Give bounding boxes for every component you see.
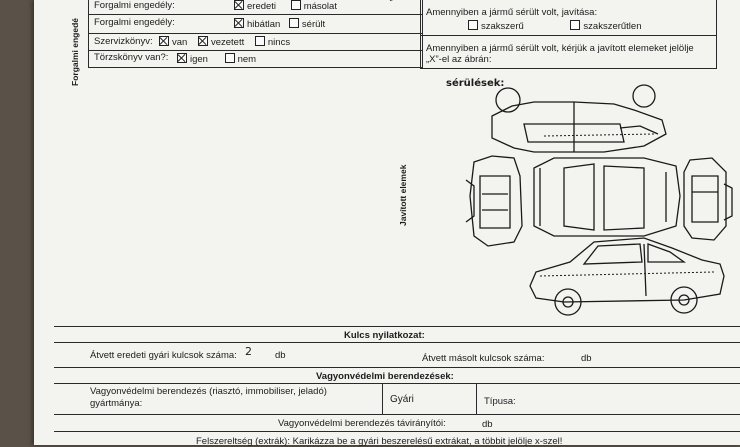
option-eredeti: eredeti: [247, 1, 277, 12]
security-header: Vagyonvédelmi berendezések:: [316, 371, 454, 382]
security-maker-value: Gyári: [390, 394, 414, 405]
option-serult: sérült: [301, 19, 326, 30]
car-diagram: [465, 84, 733, 316]
checkbox-masolat[interactable]: [290, 0, 301, 10]
damage-label: sérülések:: [446, 78, 505, 89]
option-hibatlan: hibátlan: [247, 19, 281, 30]
forgalmi-label-2: Forgalmi engedély:: [94, 17, 175, 28]
checkbox-nem[interactable]: [224, 53, 235, 63]
damage-instruction-line1: Amennyiben a jármű sérült volt, kérjük a…: [426, 43, 694, 54]
option-igen: igen: [190, 54, 208, 65]
option-masolat: másolat: [303, 1, 337, 12]
copy-keys-unit: db: [581, 353, 592, 364]
option-nincs: nincs: [267, 37, 291, 48]
checkbox-van[interactable]: [159, 36, 169, 46]
szervizkonyv-label: Szervizkönyv:: [94, 36, 153, 47]
checkbox-szakszeru[interactable]: [468, 20, 478, 30]
forgalmi-label-1: Forgalmi engedély:: [94, 0, 175, 11]
checkbox-hibatlan[interactable]: [234, 18, 244, 28]
option-vezetett: vezetett: [210, 37, 245, 48]
damage-instruction-line2: „X”-el az ábrán:: [426, 54, 492, 65]
original-keys-value: 2: [245, 345, 252, 358]
security-maker-line2: gyártmánya:: [90, 398, 143, 409]
torzskonyv-label: Törzskönyv van?:: [94, 52, 169, 63]
checkbox-nincs[interactable]: [254, 36, 265, 46]
copy-keys-label: Átvett másolt kulcsok száma:: [422, 353, 545, 364]
side-label: Forgalmi engedé: [70, 17, 80, 86]
checkbox-serult[interactable]: [288, 18, 299, 28]
keys-header: Kulcs nyilatkozat:: [344, 330, 425, 341]
checkbox-vezetett[interactable]: [197, 36, 208, 46]
form-sheet: Forgalmi engedé Forgalmi engedély: erede…: [34, 0, 740, 447]
option-van: van: [172, 37, 188, 48]
checkbox-szakszerutlen[interactable]: [570, 20, 581, 30]
checkbox-eredeti[interactable]: [234, 0, 244, 10]
repair-question: Amennyiben a jármű sérült volt, javítása…: [426, 7, 598, 18]
original-keys-label: Átvett eredeti gyári kulcsok száma:: [90, 350, 237, 361]
security-maker-line1: Vagyonvédelmi berendezés (riasztó, immob…: [90, 386, 327, 397]
original-keys-unit: db: [275, 350, 286, 361]
remote-unit: db: [482, 419, 493, 430]
remote-label: Vagyonvédelmi berendezés távirányítói:: [278, 418, 446, 429]
option-nem: nem: [237, 54, 257, 65]
repaired-elements-label: Javított elemek: [398, 164, 408, 226]
option-szakszerutlen: szakszerűtlen: [583, 21, 642, 32]
option-szakszeru: szakszerű: [481, 21, 524, 32]
checkbox-igen[interactable]: [177, 53, 187, 63]
security-type-label: Típusa:: [484, 396, 516, 407]
extras-text: Felszereltség (extrák): Karikázza be a g…: [196, 436, 563, 447]
